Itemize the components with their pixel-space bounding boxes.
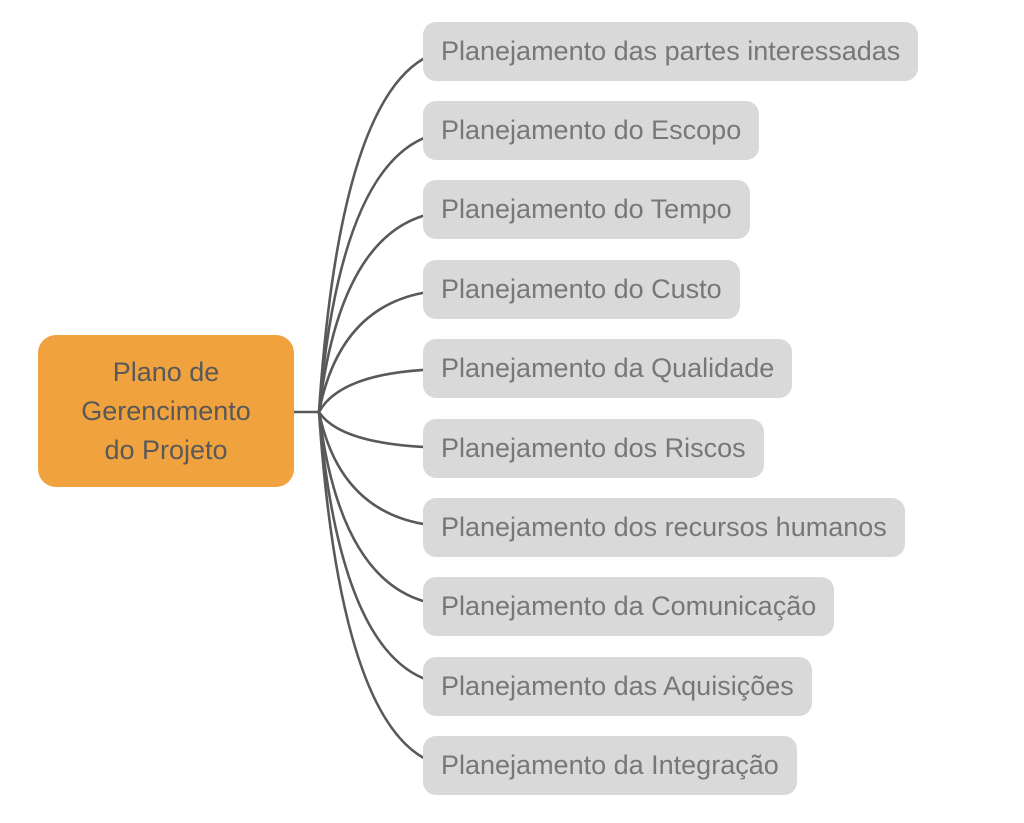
child-node-partes-interessadas: Planejamento das partes interessadas: [423, 21, 919, 81]
child-node-qualidade: Planejamento da Qualidade: [423, 339, 793, 399]
child-node-integracao: Planejamento da Integração: [423, 736, 797, 796]
child-node-label: Planejamento do Custo: [441, 273, 722, 304]
child-node-tempo: Planejamento do Tempo: [423, 180, 750, 240]
child-node-recursos-humanos: Planejamento dos recursos humanos: [423, 497, 905, 557]
child-node-label: Planejamento dos Riscos: [441, 432, 746, 463]
child-node-label: Planejamento do Escopo: [441, 114, 742, 145]
root-node-label-line-1: Plano de: [112, 356, 220, 387]
child-node-label: Planejamento da Comunicação: [441, 591, 817, 622]
child-node-comunicacao: Planejamento da Comunicação: [423, 577, 835, 637]
child-node-label: Planejamento da Integração: [441, 750, 779, 781]
child-node-escopo: Planejamento do Escopo: [423, 100, 760, 160]
root-node-label-line-3: do Projeto: [104, 434, 228, 465]
root-node-plano-de-gerencimento: Plano de Gerencimento do Projeto: [38, 335, 294, 487]
child-node-label: Planejamento da Qualidade: [441, 353, 775, 384]
child-node-label: Planejamento das partes interessadas: [441, 35, 901, 66]
root-node-label-line-2: Gerencimento: [81, 395, 251, 426]
child-node-riscos: Planejamento dos Riscos: [423, 418, 764, 478]
child-node-custo: Planejamento do Custo: [423, 259, 740, 319]
child-node-label: Planejamento das Aquisições: [441, 670, 794, 701]
child-node-aquisicoes: Planejamento das Aquisições: [423, 656, 812, 716]
child-node-label: Planejamento do Tempo: [441, 194, 732, 225]
child-node-label: Planejamento dos recursos humanos: [441, 511, 887, 542]
